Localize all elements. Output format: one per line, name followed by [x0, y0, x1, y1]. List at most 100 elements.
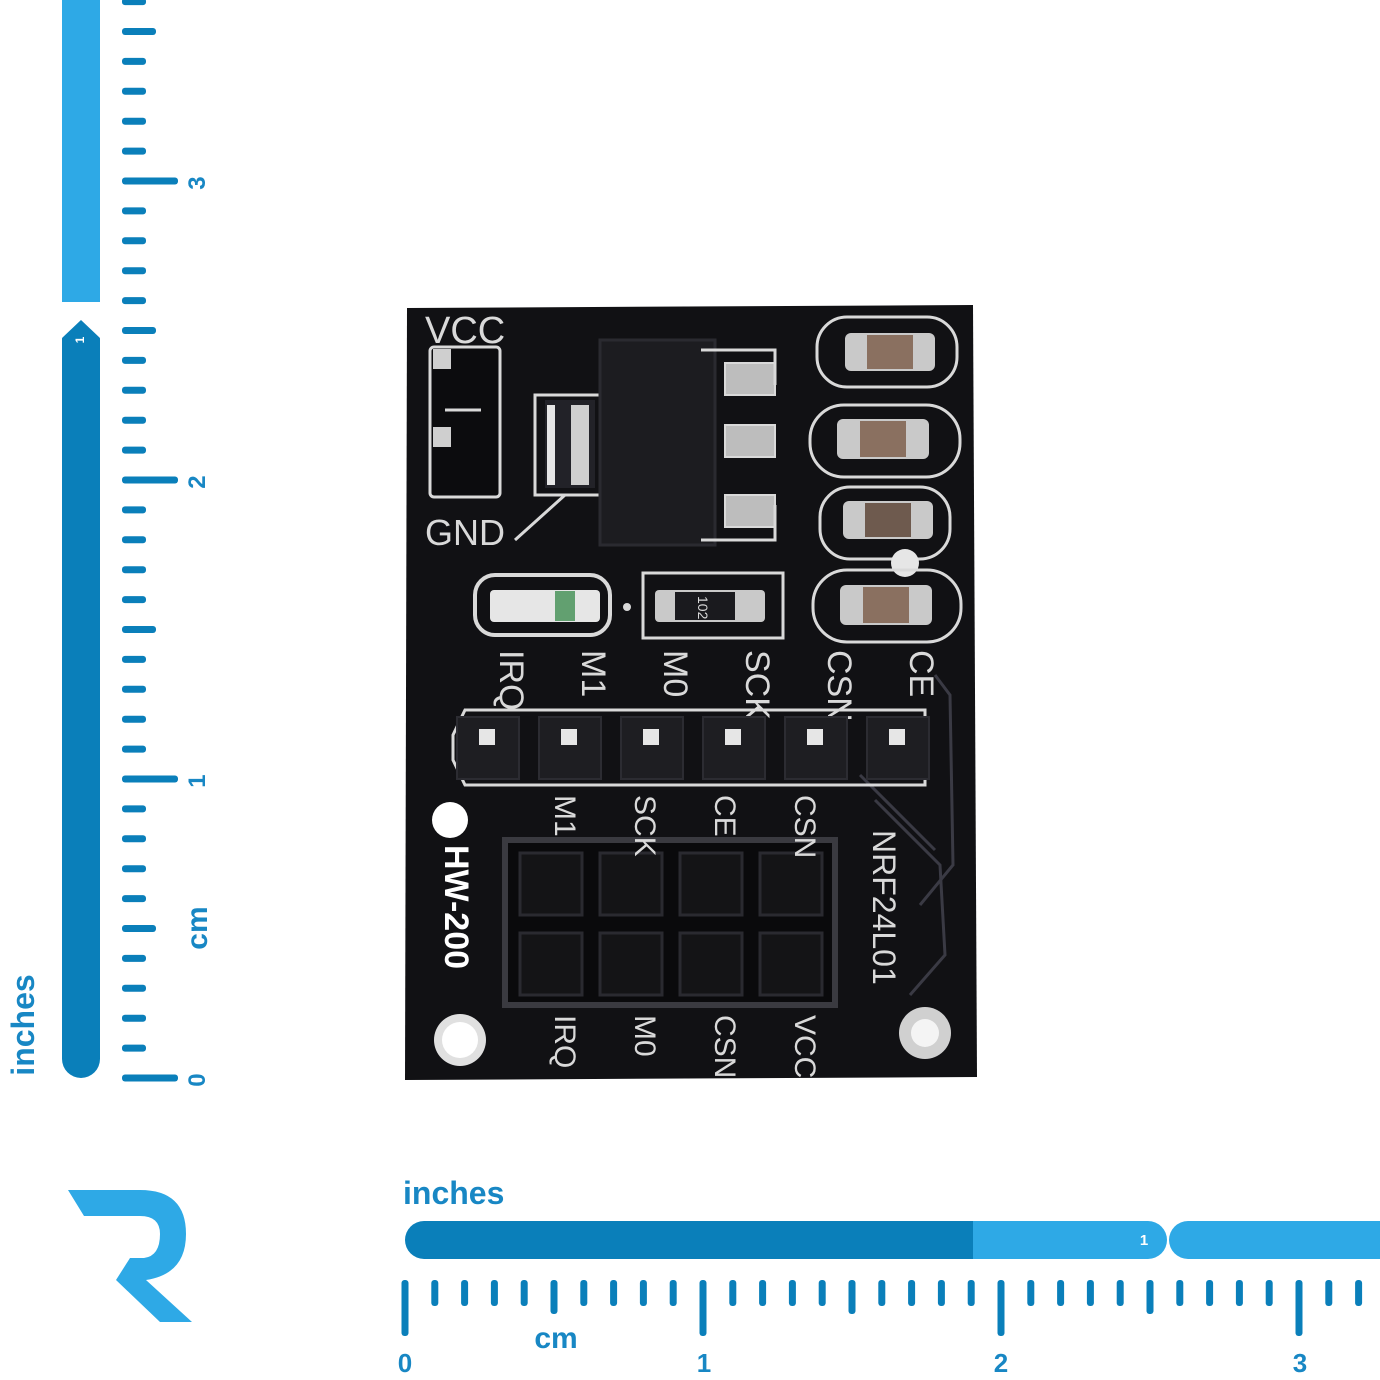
- horizontal-unit-cm: cm: [534, 1322, 577, 1355]
- horizontal-tick: [669, 1280, 677, 1306]
- horizontal-tick: [610, 1280, 618, 1306]
- inch-bar-notch: [62, 302, 100, 318]
- vertical-inch-label-1: 1: [73, 336, 87, 343]
- inch-bar-dark-segment: [62, 320, 100, 1078]
- socket-bottom-label: IRQ: [548, 1015, 581, 1068]
- header-housing: [784, 716, 848, 780]
- horizontal-tick: [550, 1280, 558, 1314]
- power-pin-gnd: [433, 427, 451, 447]
- vertical-tick: [122, 536, 146, 544]
- horizontal-tick: [967, 1280, 975, 1306]
- regulator-pin-2: [724, 424, 776, 458]
- vertical-tick: [122, 895, 146, 903]
- horizontal-tick: [401, 1280, 409, 1336]
- horizontal-tick: [1235, 1280, 1243, 1306]
- vertical-tick: [122, 416, 146, 424]
- vertical-tick: [122, 775, 178, 783]
- vertical-tick: [122, 1074, 178, 1082]
- horizontal-cm-label-3: 3: [1293, 1348, 1307, 1378]
- vertical-tick: [122, 805, 146, 813]
- vcc-label: VCC: [425, 310, 505, 352]
- power-header: [428, 345, 502, 499]
- regulator-pin-1: [724, 362, 776, 396]
- header-pin: [643, 729, 659, 745]
- vertical-tick: [122, 566, 146, 574]
- pin-header: [456, 716, 930, 780]
- horizontal-tick: [937, 1280, 945, 1306]
- vertical-tick: [122, 596, 146, 604]
- socket-top-label: M1: [548, 795, 581, 837]
- horizontal-inch-label-1: 1: [1140, 1232, 1148, 1249]
- vertical-tick: [122, 207, 146, 215]
- socket-top-label: SCK: [628, 795, 661, 857]
- regulator-pin-3: [724, 494, 776, 528]
- socket-hole: [518, 851, 584, 917]
- vertical-unit-cm: cm: [181, 906, 214, 949]
- horizontal-tick: [878, 1280, 886, 1306]
- horizontal-tick: [461, 1280, 469, 1306]
- vertical-cm-label-0: 0: [184, 1073, 211, 1086]
- socket-top-label: CSN: [788, 795, 821, 858]
- pcb-traces: [858, 674, 955, 996]
- horizontal-tick: [1206, 1280, 1214, 1306]
- vertical-tick: [122, 1044, 146, 1052]
- horizontal-tick: [431, 1280, 439, 1306]
- vertical-tick: [122, 297, 146, 305]
- side-label: NRF24L01: [866, 830, 902, 985]
- vertical-tick: [122, 147, 146, 155]
- header-housing: [620, 716, 684, 780]
- horizontal-tick: [908, 1280, 916, 1306]
- horizontal-cm-label-2: 2: [994, 1348, 1008, 1378]
- vertical-tick: [122, 356, 146, 364]
- vertical-tick: [122, 925, 156, 932]
- model-label: HW-200: [437, 845, 475, 969]
- socket-hole: [758, 931, 824, 997]
- horizontal-ruler: inches 1 cm 0 1 2 3: [398, 1175, 1380, 1378]
- vertical-tick: [122, 626, 156, 633]
- vertical-tick: [122, 267, 146, 275]
- power-pin-vcc: [433, 349, 451, 369]
- horizontal-cm-label-0: 0: [398, 1348, 412, 1378]
- header-housing: [866, 716, 930, 780]
- inch-bar-light-segment-h2: [1169, 1221, 1380, 1259]
- horizontal-tick: [639, 1280, 647, 1306]
- horizontal-tick: [1355, 1280, 1363, 1306]
- horizontal-tick: [1086, 1280, 1094, 1306]
- socket-hole: [598, 931, 664, 997]
- led: [490, 590, 600, 622]
- horizontal-tick: [1146, 1280, 1154, 1314]
- horizontal-tick: [729, 1280, 737, 1306]
- vertical-ruler-ticks: [122, 0, 178, 1082]
- horizontal-tick: [1057, 1280, 1065, 1306]
- vertical-tick: [122, 87, 146, 95]
- socket-hole: [518, 931, 584, 997]
- led-outline: [473, 573, 612, 637]
- horizontal-tick: [1176, 1280, 1184, 1306]
- vertical-tick: [122, 476, 178, 484]
- socket-bottom-label: M0: [628, 1015, 661, 1057]
- horizontal-tick: [520, 1280, 528, 1306]
- r-logo-icon: [68, 1190, 192, 1322]
- header-pin: [561, 729, 577, 745]
- vertical-tick: [122, 745, 146, 753]
- capacitor-group: [808, 315, 963, 644]
- vertical-ruler: 1 0 1 2 3 cm inches: [5, 0, 214, 1087]
- inch-bar-light-segment-h: [973, 1221, 1167, 1259]
- vertical-tick: [122, 984, 146, 992]
- horizontal-tick: [1295, 1280, 1303, 1336]
- vertical-tick: [122, 715, 146, 723]
- vertical-tick: [122, 954, 146, 962]
- top-pin-label: M1: [574, 650, 612, 697]
- horizontal-tick: [759, 1280, 767, 1306]
- pin1-marker: [432, 802, 468, 838]
- horizontal-ruler-ticks: [401, 1280, 1363, 1336]
- vertical-tick: [122, 57, 146, 65]
- vertical-cm-label-2: 2: [184, 475, 211, 488]
- top-pin-label: M0: [656, 650, 694, 697]
- header-housing: [702, 716, 766, 780]
- header-housing: [456, 716, 520, 780]
- horizontal-tick: [490, 1280, 498, 1306]
- vertical-tick: [122, 28, 156, 35]
